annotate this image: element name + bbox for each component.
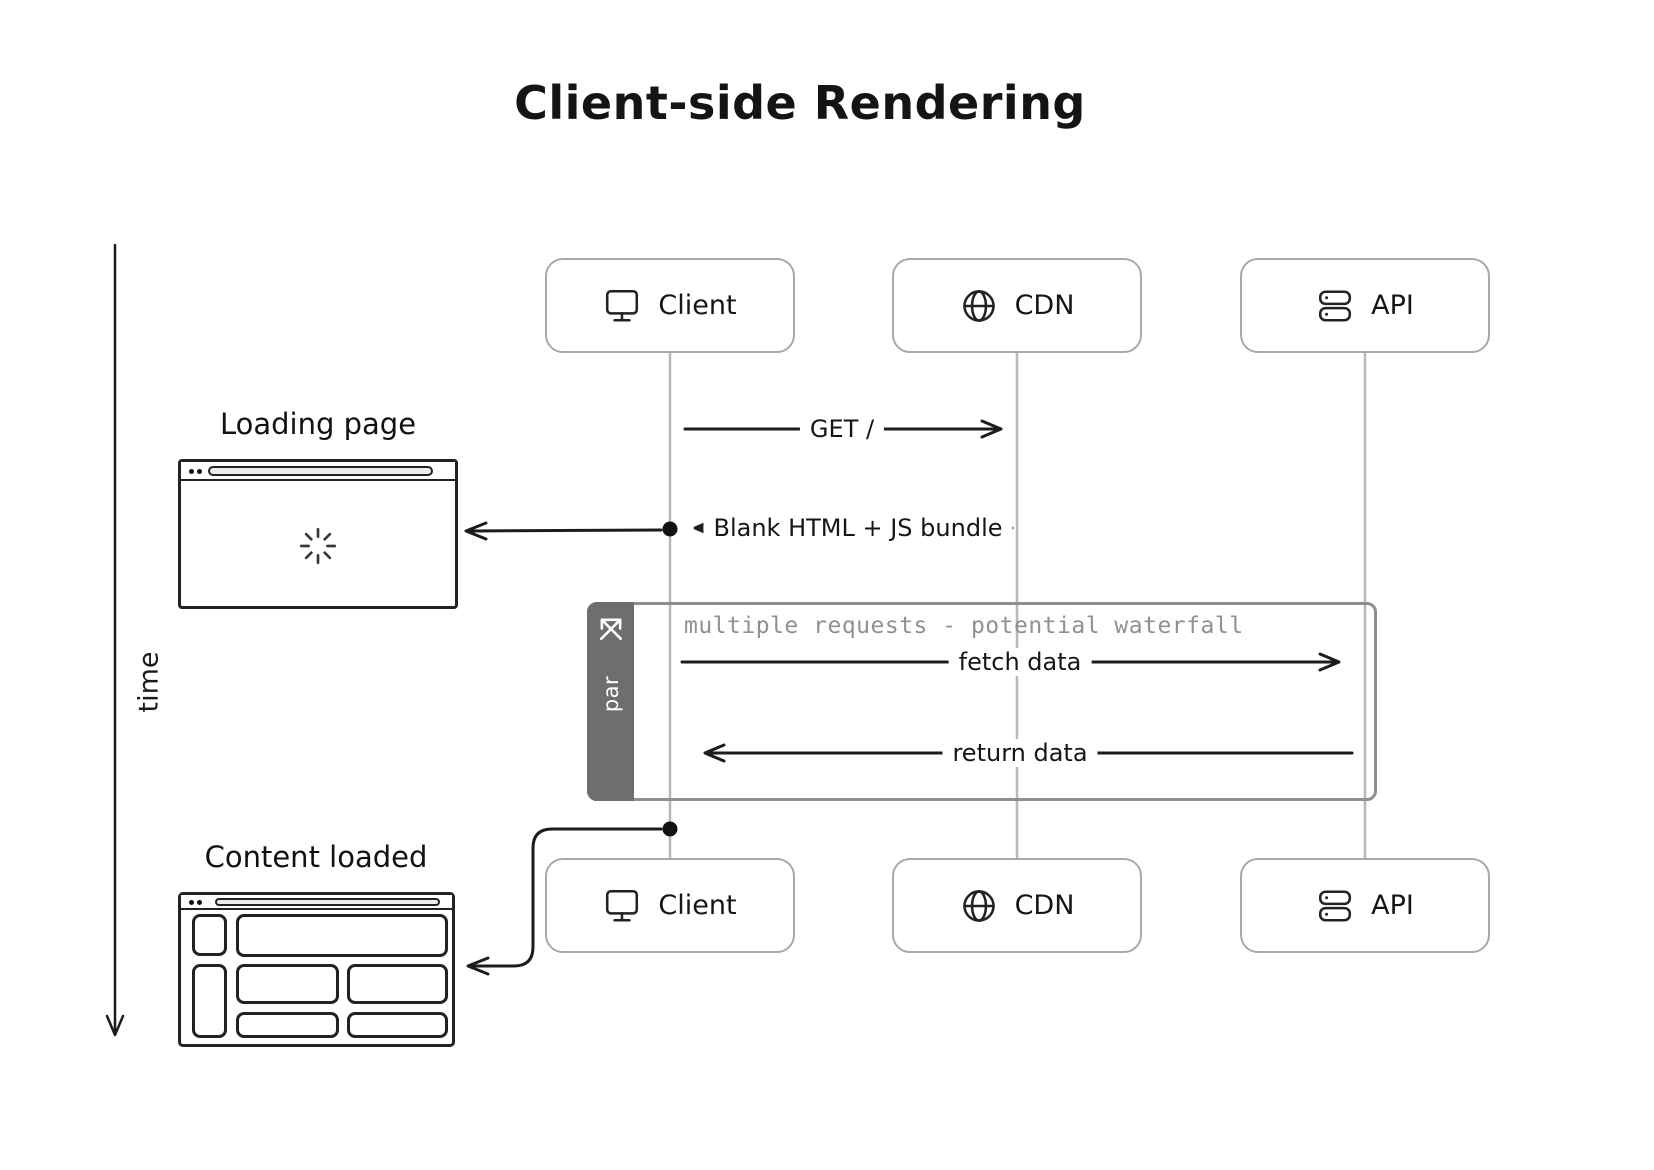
actor-label: CDN (1014, 290, 1075, 321)
browser-dot (189, 469, 194, 474)
address-bar (215, 897, 440, 906)
arrow-to-loaded-browser (466, 827, 663, 976)
server-icon (1319, 289, 1352, 322)
par-note: multiple requests - potential waterfall (684, 613, 1244, 639)
actor-label: API (1371, 890, 1414, 921)
arrow-to-loading-browser (464, 521, 663, 541)
message-blank-html-label: Blank HTML + JS bundle (703, 514, 1013, 542)
actor-cdn-bottom: CDN (892, 858, 1142, 953)
layout-block-card (347, 964, 448, 1004)
layout-block-hero (236, 914, 448, 957)
par-tab-label: par (598, 675, 623, 713)
browser-topbar (181, 895, 452, 910)
message-return-label: return data (942, 739, 1098, 767)
loading-browser-window (178, 459, 458, 609)
spinner-icon (299, 527, 337, 564)
actor-api-top: API (1240, 258, 1490, 353)
loaded-browser-window (178, 892, 455, 1047)
actor-label: API (1371, 290, 1414, 321)
diagram-title: Client-side Rendering (514, 76, 1086, 130)
layout-block-card (236, 964, 339, 1004)
message-get-label: GET / (799, 415, 885, 443)
time-axis (105, 243, 125, 1037)
monitor-icon (606, 889, 639, 922)
server-icon (1319, 889, 1352, 922)
message-fetch-label: fetch data (948, 648, 1092, 676)
loading-page-label: Loading page (219, 407, 417, 441)
layout-block-card (347, 1012, 448, 1038)
time-axis-arrowhead (105, 1014, 125, 1037)
address-bar (208, 465, 433, 476)
lifelines (668, 353, 1367, 858)
layout-block-sidebar-tall (192, 964, 227, 1038)
globe-icon (962, 889, 995, 922)
layout-block-sidebar-top (192, 914, 227, 956)
actor-label: Client (658, 290, 737, 321)
sync-dot-blank-html (662, 521, 678, 537)
par-block-tab: par (587, 602, 634, 801)
monitor-icon (606, 289, 639, 322)
actor-label: Client (658, 890, 737, 921)
browser-dot (197, 900, 202, 905)
actor-client-top: Client (545, 258, 795, 353)
sync-dot-content (662, 821, 678, 837)
content-loaded-label: Content loaded (204, 840, 428, 874)
parallel-arrows-icon (599, 618, 622, 640)
actor-cdn-top: CDN (892, 258, 1142, 353)
actor-label: CDN (1014, 890, 1075, 921)
actor-api-bottom: API (1240, 858, 1490, 953)
globe-icon (962, 289, 995, 322)
time-axis-label: time (133, 651, 165, 713)
browser-topbar (181, 462, 455, 481)
actor-client-bottom: Client (545, 858, 795, 953)
browser-dot (197, 469, 202, 474)
layout-block-card (236, 1012, 339, 1038)
browser-dot (189, 900, 194, 905)
